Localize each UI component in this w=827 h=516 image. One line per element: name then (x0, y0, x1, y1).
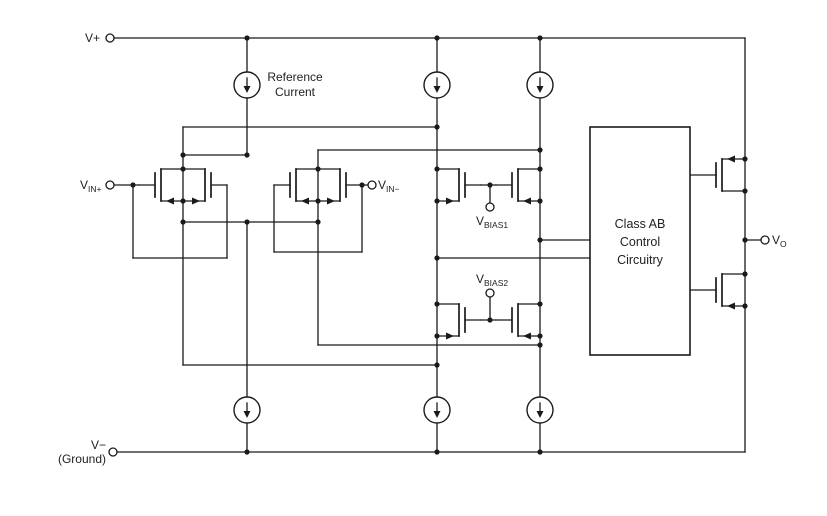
terminals (105, 33, 770, 457)
vin-minus-terminal (367, 180, 377, 190)
class-ab-label-3: Circuitry (617, 253, 664, 267)
vin-plus-terminal (105, 180, 115, 190)
reference-current-label-1: Reference (267, 70, 323, 84)
vminus-label: V− (91, 438, 106, 452)
reference-current-source (233, 71, 261, 99)
vout-terminal (760, 235, 770, 245)
class-ab-label-1: Class AB (615, 217, 666, 231)
vbias1-terminal (485, 202, 495, 212)
power-rails (113, 37, 746, 453)
wires (113, 37, 762, 453)
mosfet-cascode-top-right (495, 168, 541, 205)
class-ab-label-2: Control (620, 235, 660, 249)
vout-label: VO (772, 233, 787, 249)
vplus-terminal (105, 33, 115, 43)
reference-current-label-2: Current (275, 85, 316, 99)
mosfet-output-top (689, 155, 746, 192)
vbias2-terminal (485, 288, 495, 298)
vin-plus-label: VIN+ (80, 178, 102, 194)
current-sink-bottom-1 (233, 396, 261, 424)
current-source-top-2 (423, 71, 451, 99)
current-source-top-3 (526, 71, 554, 99)
vminus-terminal (108, 447, 118, 457)
mosfet-input-2 (182, 168, 228, 205)
class-ab-box (589, 126, 691, 356)
ground-label: (Ground) (58, 452, 106, 466)
mosfet-output-bottom (689, 273, 746, 310)
vplus-label: V+ (85, 31, 100, 45)
mosfet-input-1 (138, 168, 184, 205)
vin-minus-label: VIN− (378, 178, 400, 194)
mosfet-input-3 (273, 168, 319, 205)
mosfet-input-4 (317, 168, 347, 205)
mosfet-cascode-bottom-left (436, 303, 482, 340)
vbias2-label: VBIAS2 (476, 272, 508, 288)
mosfet-cascode-bottom-right (495, 303, 541, 340)
current-sink-bottom-2 (423, 396, 451, 424)
mosfet-cascode-top-left (436, 168, 482, 205)
junction-dots (130, 35, 748, 455)
current-sink-bottom-3 (526, 396, 554, 424)
vbias1-label: VBIAS1 (476, 214, 508, 230)
